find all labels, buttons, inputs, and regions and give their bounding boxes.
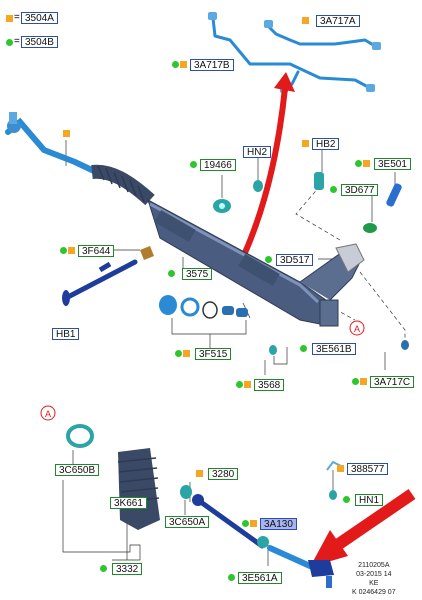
svg-text:A: A	[45, 409, 51, 419]
label-3280[interactable]: 3280	[208, 468, 239, 480]
svg-text:A: A	[354, 324, 360, 334]
marker-orange	[196, 470, 203, 477]
marker-orange	[363, 160, 370, 167]
marker-orange	[68, 247, 75, 254]
label-3d677[interactable]: 3D677	[341, 184, 379, 196]
marker-green	[355, 160, 362, 167]
label-3d517[interactable]: 3D517	[276, 254, 314, 266]
marker-orange	[183, 350, 190, 357]
label-3a717b[interactable]: 3A717B	[190, 59, 234, 71]
marker-orange	[250, 520, 257, 527]
label-hb1[interactable]: HB1	[52, 328, 80, 340]
label-3a717a[interactable]: 3A717A	[316, 15, 360, 27]
parts-lower	[66, 424, 342, 588]
marker-orange	[244, 381, 251, 388]
marker-orange	[302, 140, 309, 147]
marker-green	[300, 345, 307, 352]
marker-green	[100, 565, 107, 572]
footer-line-1: 2110205A	[358, 562, 390, 569]
marker-orange	[63, 130, 70, 137]
label-19466[interactable]: 19466	[200, 159, 236, 171]
marker-orange	[302, 17, 309, 24]
red-arrow-lower	[332, 489, 416, 551]
marker-orange	[180, 61, 187, 68]
label-hb2[interactable]: HB2	[312, 138, 340, 150]
red-arrowhead-lower	[310, 530, 348, 567]
marker-green	[242, 520, 249, 527]
drawing-reference: 2110205A 03-2015 14 KE K 0246429 07	[352, 561, 396, 597]
legend-green-icon	[6, 39, 13, 46]
marker-green	[172, 61, 179, 68]
circle-marker-a2: A	[40, 405, 56, 421]
label-3f644[interactable]: 3F644	[78, 245, 115, 257]
marker-green	[236, 381, 243, 388]
label-3c650a[interactable]: 3C650A	[165, 516, 210, 528]
marker-green	[60, 247, 67, 254]
label-3332[interactable]: 3332	[112, 563, 143, 575]
red-arrowhead-upper	[274, 72, 295, 92]
red-arrow-upper	[241, 87, 288, 257]
label-388577[interactable]: 388577	[347, 463, 389, 475]
footer-line-4: K 0246429 07	[352, 589, 396, 596]
label-3a717c[interactable]: 3A717C	[370, 376, 415, 388]
marker-orange	[337, 465, 344, 472]
label-3e561b[interactable]: 3E561B	[312, 343, 356, 355]
label-3568[interactable]: 3568	[254, 379, 285, 391]
label-hn2[interactable]: HN2	[243, 146, 272, 158]
marker-orange	[360, 378, 367, 385]
marker-green	[265, 256, 272, 263]
label-3c650b[interactable]: 3C650B	[55, 464, 100, 476]
label-3f515[interactable]: 3F515	[195, 348, 232, 360]
footer-line-2: 03-2015 14	[356, 571, 392, 578]
marker-green	[168, 270, 175, 277]
sensor-cables	[211, 16, 377, 92]
label-3a130[interactable]: 3A130	[260, 518, 297, 530]
label-3575[interactable]: 3575	[182, 268, 213, 280]
legend-orange-code: 3504A	[21, 12, 58, 24]
marker-green	[228, 574, 235, 581]
tie-rod-end-upper	[5, 112, 99, 175]
legend-equals-2: =	[14, 36, 20, 47]
label-3k661[interactable]: 3K661	[110, 497, 147, 509]
circle-marker-a1: A	[349, 320, 365, 336]
legend-equals-1: =	[14, 12, 20, 23]
marker-green	[352, 378, 359, 385]
legend-orange-icon	[6, 15, 13, 22]
marker-green	[330, 186, 337, 193]
legend-green-code: 3504B	[21, 36, 58, 48]
parts-upper	[62, 172, 409, 355]
marker-green	[175, 350, 182, 357]
label-3e501[interactable]: 3E501	[374, 158, 411, 170]
label-3e561a[interactable]: 3E561A	[238, 572, 282, 584]
footer-line-3: KE	[369, 580, 379, 587]
marker-green	[343, 496, 350, 503]
marker-green	[190, 161, 197, 168]
label-hn1[interactable]: HN1	[355, 494, 384, 506]
